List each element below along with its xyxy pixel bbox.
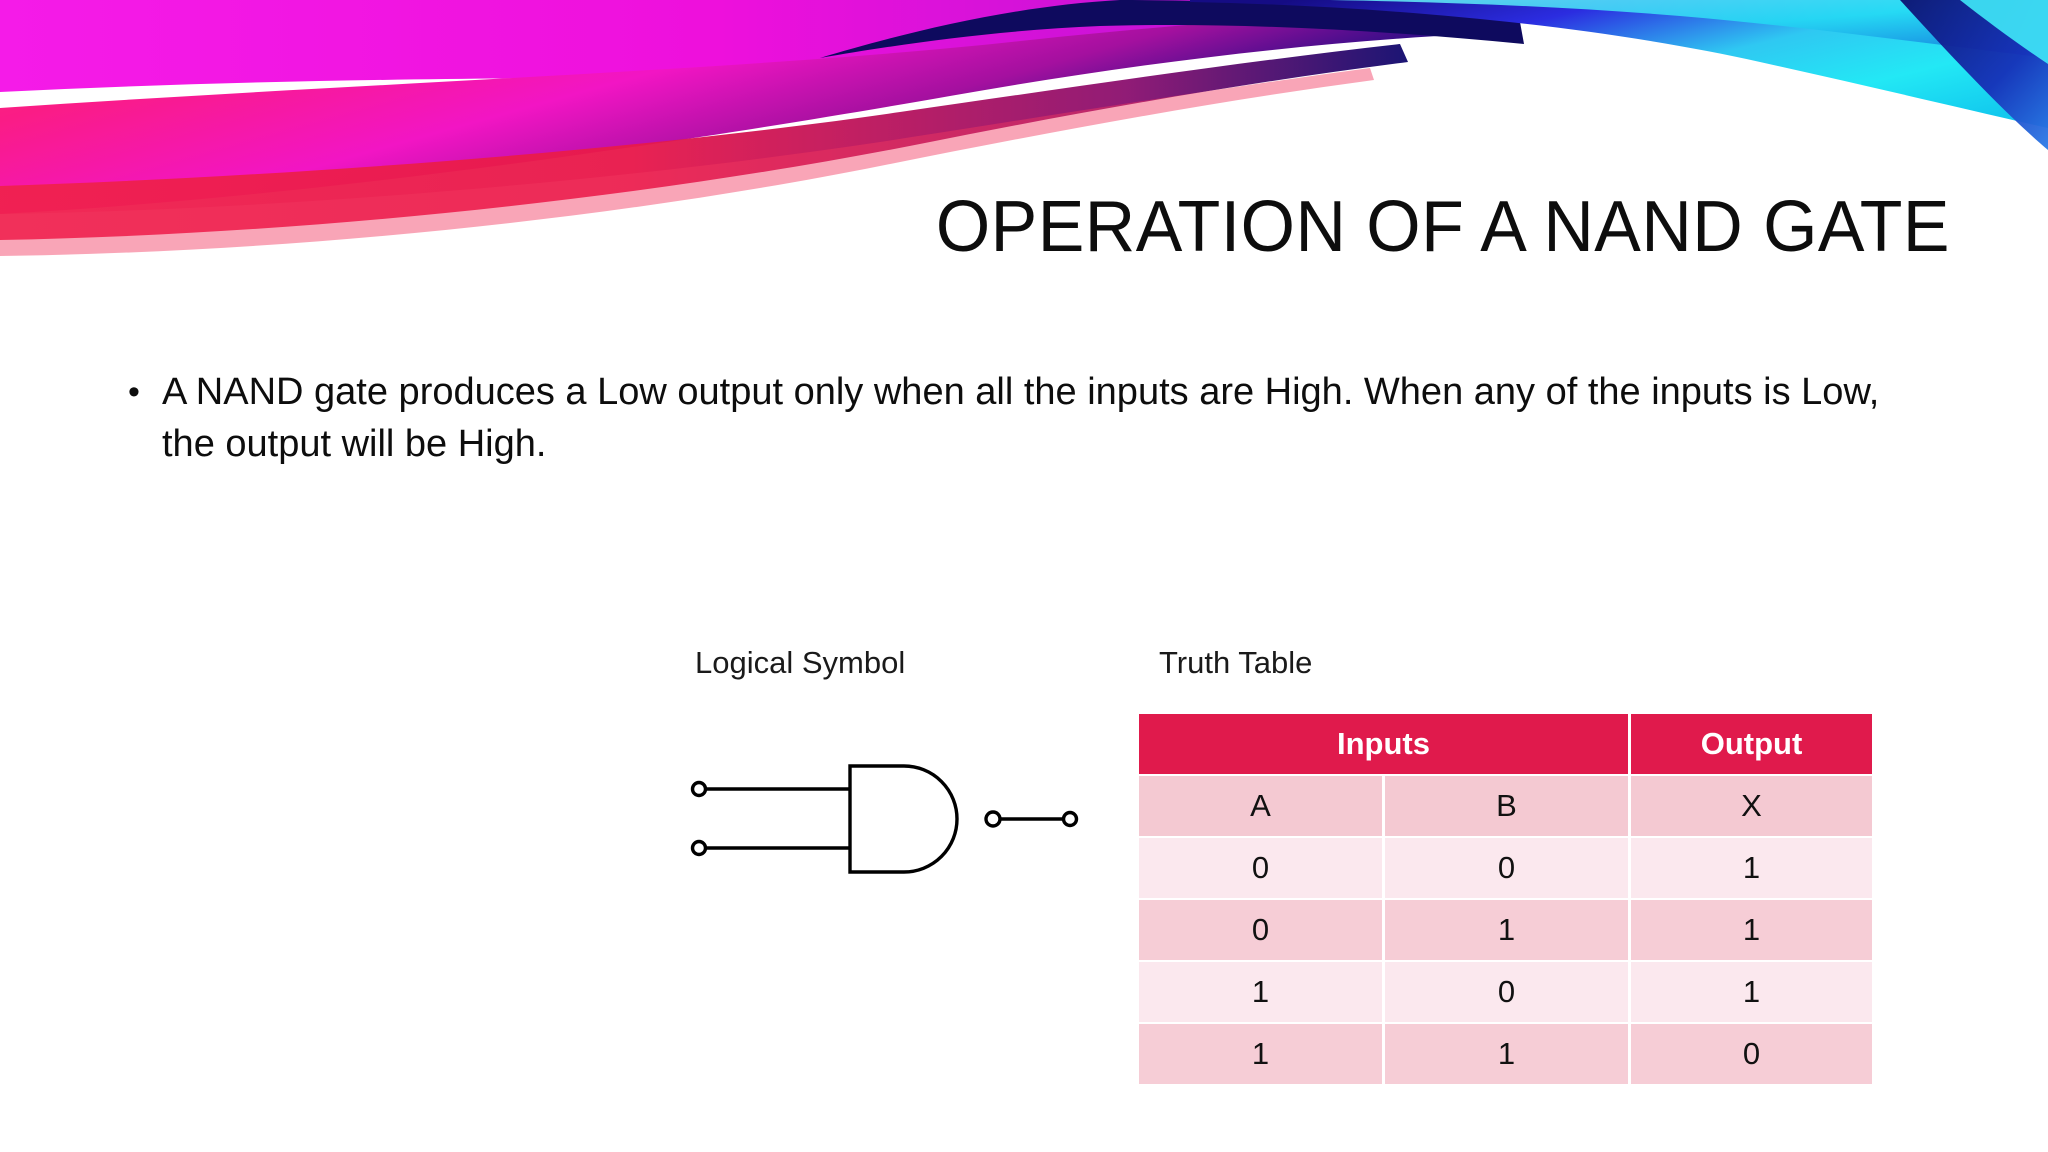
cell-b: 1 bbox=[1385, 900, 1628, 960]
gate-body bbox=[848, 764, 959, 874]
inversion-bubble-icon bbox=[984, 810, 1002, 828]
cell-b: 0 bbox=[1385, 962, 1628, 1022]
column-label-b: B bbox=[1385, 776, 1628, 836]
truth-table-caption: Truth Table bbox=[1159, 645, 1313, 680]
header-inputs: Inputs bbox=[1139, 714, 1628, 774]
page-title: OPERATION OF A NAND GATE bbox=[935, 187, 1950, 267]
cell-a: 1 bbox=[1139, 1024, 1382, 1084]
table-row: 0 0 1 bbox=[1139, 838, 1872, 898]
cell-b: 1 bbox=[1385, 1024, 1628, 1084]
table-row: 1 1 0 bbox=[1139, 1024, 1872, 1084]
table-column-label-row: A B X bbox=[1139, 776, 1872, 836]
table-row: 1 0 1 bbox=[1139, 962, 1872, 1022]
truth-table: Inputs Output A B X 0 0 1 0 1 1 1 0 1 1 … bbox=[1136, 712, 1875, 1086]
logical-symbol-caption: Logical Symbol bbox=[695, 645, 906, 680]
bullet-marker: • bbox=[128, 373, 140, 411]
nand-gate-diagram bbox=[680, 755, 1100, 895]
column-label-a: A bbox=[1139, 776, 1382, 836]
cell-x: 1 bbox=[1631, 838, 1872, 898]
bullet-paragraph: • A NAND gate produces a Low output only… bbox=[128, 366, 1918, 470]
cell-b: 0 bbox=[1385, 838, 1628, 898]
column-label-x: X bbox=[1631, 776, 1872, 836]
input-a-terminal-icon bbox=[690, 780, 708, 798]
cell-a: 0 bbox=[1139, 900, 1382, 960]
table-group-header-row: Inputs Output bbox=[1139, 714, 1872, 774]
input-b-terminal-icon bbox=[690, 839, 708, 857]
cell-a: 0 bbox=[1139, 838, 1382, 898]
output-terminal-icon bbox=[1061, 810, 1079, 828]
cell-x: 0 bbox=[1631, 1024, 1872, 1084]
header-output: Output bbox=[1631, 714, 1872, 774]
table-row: 0 1 1 bbox=[1139, 900, 1872, 960]
cell-x: 1 bbox=[1631, 962, 1872, 1022]
bullet-text: A NAND gate produces a Low output only w… bbox=[162, 371, 1880, 465]
cell-x: 1 bbox=[1631, 900, 1872, 960]
cell-a: 1 bbox=[1139, 962, 1382, 1022]
